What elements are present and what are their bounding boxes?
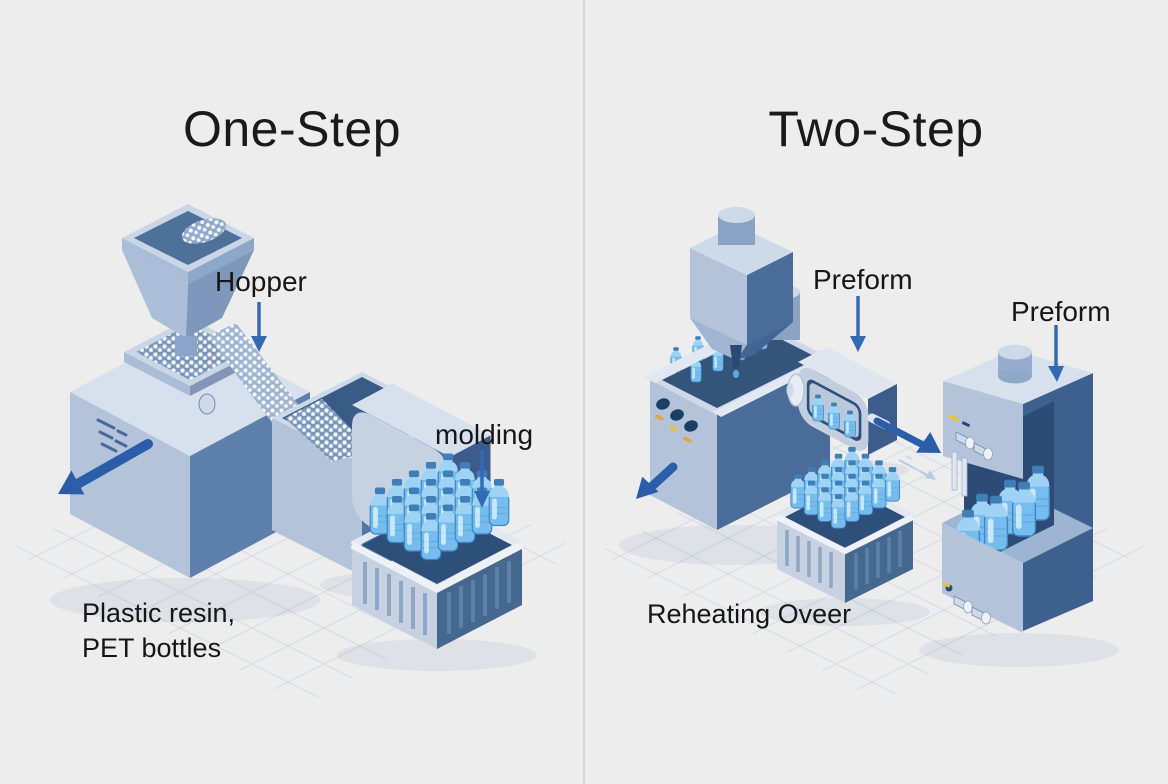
hopper-funnel	[122, 204, 254, 356]
preform-top-label: Preform	[813, 264, 913, 295]
machine-panel-markings	[96, 418, 128, 453]
preform-crate	[775, 446, 915, 603]
control-knobs	[654, 398, 698, 443]
flow-arrow-icon	[636, 462, 678, 499]
hopper-block	[690, 225, 793, 378]
preform-right-label: Preform	[1011, 296, 1111, 327]
one-step-caption: Plastic resin, PET bottles	[82, 596, 235, 666]
two-step-caption: Reheating Oveer	[647, 599, 852, 629]
panel-divider	[583, 0, 585, 784]
sketch-arrow-icon	[898, 455, 936, 480]
transfer-rod-arrow-icon	[867, 413, 941, 453]
molding-label: molding	[435, 419, 534, 450]
two-step-title: Two-Step	[768, 101, 984, 157]
molding-pointer-arrow-icon	[474, 450, 490, 508]
two-step-illustration	[599, 207, 1146, 702]
caption-line-1: Plastic resin,	[82, 598, 236, 628]
blow-molding-machine	[942, 344, 1093, 633]
press-bottom-block	[942, 523, 1023, 633]
top-cylinder	[718, 207, 755, 245]
hopper-label: Hopper	[215, 266, 307, 297]
preform-conveyor	[786, 347, 897, 455]
caption-line-2: PET bottles	[82, 633, 222, 663]
preform-top-pointer-arrow-icon	[850, 296, 866, 352]
conveyor-window	[806, 379, 862, 441]
flow-arrow-icon	[58, 439, 153, 495]
preform-right-pointer-arrow-icon	[1048, 325, 1064, 382]
bottle-crate	[350, 452, 524, 649]
one-step-illustration	[10, 204, 580, 705]
hopper-pointer-arrow-icon	[251, 302, 267, 352]
one-step-title: One-Step	[182, 101, 401, 157]
